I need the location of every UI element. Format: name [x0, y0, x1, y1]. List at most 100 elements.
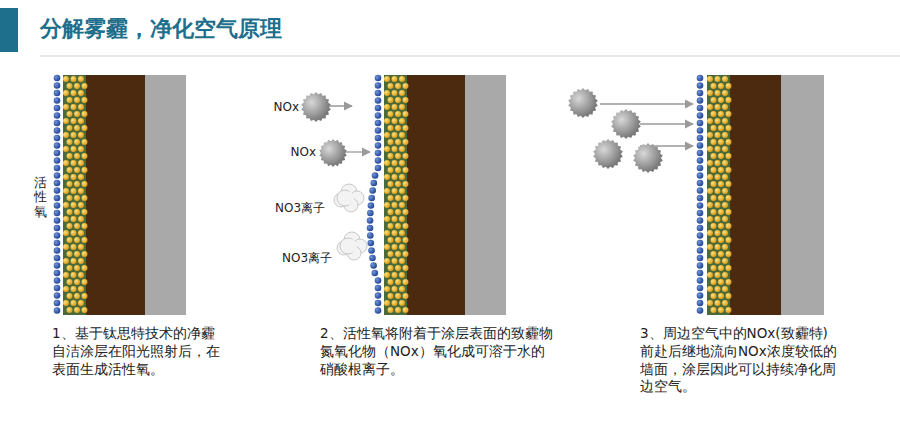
coating-particle	[392, 202, 398, 208]
active-oxygen-dot	[371, 180, 378, 187]
coating-particle	[82, 139, 88, 145]
coating-particle	[403, 307, 409, 313]
ion-puff	[337, 190, 353, 206]
coating-particle	[388, 167, 394, 173]
active-oxygen-dot	[697, 285, 704, 292]
coating-particle	[722, 146, 728, 152]
coating-particle	[388, 251, 394, 257]
coating-particle	[392, 216, 398, 222]
active-oxygen-dot	[54, 75, 61, 82]
coating-particle	[67, 265, 73, 271]
coating-particle	[384, 188, 390, 194]
coating-particle	[392, 76, 398, 82]
coating-particle	[722, 216, 728, 222]
coating-particle	[715, 286, 721, 292]
active-oxygen-dot	[375, 120, 382, 127]
coating-particle	[395, 97, 401, 103]
gas-label: NOx	[290, 145, 316, 159]
coating-particle	[726, 181, 732, 187]
coating-particle	[711, 293, 717, 299]
coating-particle	[74, 153, 80, 159]
coating-particle	[63, 146, 69, 152]
coating-particle	[63, 258, 69, 264]
coating-layer	[63, 75, 86, 315]
coating-particle	[726, 265, 732, 271]
coating-particle	[74, 237, 80, 243]
coating-particle	[722, 174, 728, 180]
coating-particle	[722, 202, 728, 208]
coating-particle	[71, 286, 77, 292]
coating-particle	[63, 188, 69, 194]
coating-particle	[384, 272, 390, 278]
active-oxygen-dot	[375, 135, 382, 142]
coating-particle	[711, 111, 717, 117]
coating-particle	[82, 153, 88, 159]
active-oxygen-dot	[372, 172, 379, 179]
coating-particle	[63, 174, 69, 180]
coating-particle	[722, 230, 728, 236]
coating-particle	[78, 90, 84, 96]
active-oxygen-dot	[697, 300, 704, 307]
active-oxygen-dot	[375, 142, 382, 149]
coating-particle	[388, 293, 394, 299]
coating-particle	[403, 97, 409, 103]
coating-particle	[392, 118, 398, 124]
coating-particle	[707, 244, 713, 250]
wall-section	[697, 75, 824, 315]
active-oxygen-dot	[54, 262, 61, 269]
coating-layer	[384, 75, 407, 315]
coating-particle	[384, 76, 390, 82]
coating-particle	[67, 251, 73, 257]
coating-particle	[392, 90, 398, 96]
coating-particle	[395, 181, 401, 187]
coating-particle	[403, 279, 409, 285]
active-oxygen-dot	[54, 247, 61, 254]
active-oxygen-dot	[54, 277, 61, 284]
active-oxygen-dot	[697, 165, 704, 172]
coating-particle	[715, 300, 721, 306]
active-oxygen-dot	[54, 292, 61, 299]
coating-particle	[82, 237, 88, 243]
active-oxygen-dot	[697, 202, 704, 209]
active-oxygen-dot	[54, 165, 61, 172]
coating-particle	[399, 146, 405, 152]
coating-particle	[395, 279, 401, 285]
coating-particle	[67, 237, 73, 243]
active-oxygen-dot	[697, 262, 704, 269]
coating-particle	[399, 188, 405, 194]
coating-particle	[82, 125, 88, 131]
coating-particle	[63, 300, 69, 306]
coating-particle	[715, 174, 721, 180]
coating-particle	[726, 139, 732, 145]
coating-particle	[711, 265, 717, 271]
nitrate-ion	[337, 232, 367, 260]
coating-particle	[726, 167, 732, 173]
active-oxygen-dot	[54, 270, 61, 277]
wall-layer	[730, 75, 781, 315]
coating-particle	[71, 104, 77, 110]
coating-particle	[74, 223, 80, 229]
coating-particle	[715, 216, 721, 222]
coating-particle	[71, 118, 77, 124]
active-oxygen-dot	[697, 225, 704, 232]
active-oxygen-dot	[368, 202, 375, 209]
coating-particle	[395, 125, 401, 131]
coating-particle	[82, 251, 88, 257]
coating-particle	[67, 83, 73, 89]
active-oxygen-dot	[367, 210, 374, 217]
active-oxygen-dot	[54, 210, 61, 217]
coating-particle	[392, 174, 398, 180]
coating-particle	[722, 118, 728, 124]
active-oxygen-dot	[697, 307, 704, 314]
nox-particle	[593, 139, 623, 169]
coating-particle	[67, 125, 73, 131]
coating-particle	[63, 160, 69, 166]
coating-particle	[403, 181, 409, 187]
coating-particle	[395, 209, 401, 215]
active-oxygen-dot	[367, 240, 374, 247]
coating-particle	[711, 153, 717, 159]
coating-particle	[78, 188, 84, 194]
title-rule	[40, 56, 900, 57]
coating-particle	[711, 223, 717, 229]
active-oxygen-dot	[375, 157, 382, 164]
